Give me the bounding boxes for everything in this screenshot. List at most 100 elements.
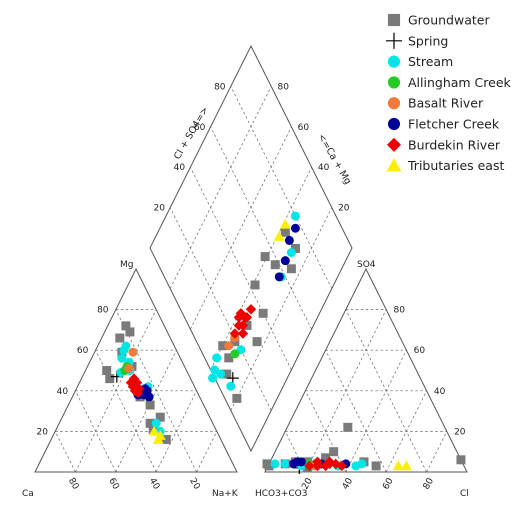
diamond-outline	[149, 44, 353, 453]
groundwater-anion-point	[456, 455, 466, 465]
data-points	[102, 211, 466, 474]
diamond-tick-ca-mg: 40	[318, 163, 330, 173]
groundwater-anion-point	[371, 461, 381, 471]
corner-label-mg: Mg	[120, 260, 133, 270]
diagram-outlines	[34, 44, 468, 473]
burdekin-river-cation-point	[128, 373, 140, 384]
diamond-grid-line	[230, 86, 333, 289]
stream-diamond-point	[226, 381, 236, 391]
stream-anion-point	[351, 461, 361, 471]
stream-diamond-point	[290, 211, 300, 221]
cation-triangle-grid-line	[54, 431, 76, 473]
stream-diamond-point	[210, 365, 220, 375]
basalt-river-cation-point	[124, 363, 134, 373]
tributaries-east-diamond-point	[279, 218, 291, 229]
burdekin-river-diamond-point	[235, 308, 247, 319]
legend-label-groundwater: Groundwater	[408, 13, 490, 28]
legend-label-stream: Stream	[408, 54, 453, 69]
legend-item-basalt-river: Basalt River	[387, 96, 484, 111]
anion-tick-cl: 80	[422, 476, 437, 491]
diamond-tick-cl-so4: 20	[153, 204, 165, 214]
burdekin-river-anion-point	[312, 456, 323, 468]
burdekin-river-diamond-point	[229, 328, 241, 339]
cation-tick-mg: 20	[36, 427, 48, 437]
fletcher-creek-diamond-point	[274, 272, 284, 282]
cation-triangle-grid-line	[75, 309, 157, 473]
stream-diamond-point	[212, 353, 222, 363]
axis-label-ca-mg: <=Ca + Mg	[315, 132, 353, 187]
groundwater-diamond-point	[250, 280, 260, 290]
anion-triangle-outline	[264, 267, 468, 473]
anion-tick-so4: 40	[434, 387, 446, 397]
stream-diamond-point	[286, 248, 296, 258]
groundwater-diamond-point	[286, 264, 296, 274]
legend-label-fletcher-creek: Fletcher Creek	[408, 117, 500, 132]
tributaries-east-cation-point	[148, 425, 160, 436]
legend-item-fletcher-creek: Fletcher Creek	[387, 117, 500, 132]
burdekin-river-anion-point	[336, 460, 347, 472]
legend-item-stream: Stream	[387, 54, 453, 69]
diamond-tick-cl-so4: 60	[194, 123, 206, 133]
legend-label-basalt-river: Basalt River	[408, 96, 484, 111]
legend-label-tributaries-east: Tributaries east	[407, 158, 504, 173]
groundwater-cation-point	[102, 366, 112, 375]
groundwater-cation-point	[145, 418, 155, 428]
legend-label-spring: Spring	[408, 33, 448, 48]
anion-triangle-grid-line	[426, 431, 448, 473]
legend-marker-burdekin-river	[386, 137, 402, 152]
legend-item-allingham-creek: Allingham Creek	[387, 75, 512, 90]
stream-diamond-point	[208, 373, 218, 383]
diamond-grid-line	[169, 86, 272, 289]
stream-cation-point	[151, 418, 161, 428]
groundwater-diamond-point	[290, 244, 300, 253]
legend-marker-groundwater	[387, 13, 401, 27]
anion-tick-cl: 40	[341, 476, 356, 491]
corner-label-hco3-co3: HCO3+CO3	[255, 489, 308, 499]
burdekin-river-diamond-point	[245, 304, 257, 315]
diamond-tick-ca-mg: 60	[298, 123, 310, 133]
anion-triangle-grid-line	[345, 350, 407, 473]
corner-label-cl: Cl	[460, 489, 469, 499]
legend-marker-allingham-creek	[387, 76, 401, 89]
burdekin-river-diamond-point	[237, 320, 249, 331]
diamond-grid-line	[169, 207, 272, 411]
groundwater-diamond-point	[222, 369, 232, 379]
basalt-river-cation-point	[128, 347, 138, 357]
legend-marker-basalt-river	[387, 97, 401, 110]
corner-label-ca: Ca	[22, 489, 34, 499]
diamond-tick-cl-so4: 80	[214, 82, 226, 92]
fletcher-creek-cation-point	[144, 392, 154, 402]
cation-tick-mg: 80	[97, 306, 109, 316]
tributaries-east-anion-point	[400, 460, 412, 471]
cation-tick-ca: 80	[66, 477, 81, 492]
burdekin-river-anion-point	[324, 456, 335, 468]
legend-item-groundwater: Groundwater	[387, 13, 490, 28]
legend-item-tributaries-east: Tributaries east	[386, 158, 504, 173]
diamond-grid-line	[190, 126, 292, 330]
anion-triangle-grid-line	[305, 309, 387, 473]
groundwater-diamond-point	[224, 353, 234, 363]
fletcher-creek-anion-point	[296, 457, 306, 467]
groundwater-diamond-point	[260, 252, 270, 262]
tributaries-east-cation-point	[154, 429, 166, 440]
legend-item-spring: Spring	[385, 32, 448, 49]
anion-tick-so4: 20	[454, 427, 466, 437]
legend-label-allingham-creek: Allingham Creek	[408, 75, 512, 90]
stream-anion-point	[270, 459, 280, 469]
groundwater-cation-point	[145, 400, 155, 410]
stream-cation-point	[117, 353, 127, 363]
groundwater-cation-point	[121, 321, 131, 331]
groundwater-diamond-point	[270, 260, 280, 270]
groundwater-diamond-point	[218, 341, 228, 351]
anion-tick-so4: 60	[414, 346, 426, 356]
groundwater-diamond-point	[280, 227, 290, 237]
groundwater-anion-point	[264, 461, 274, 471]
legend-marker-spring	[385, 32, 403, 49]
diamond-tick-ca-mg: 80	[277, 82, 289, 92]
groundwater-diamond-point	[258, 308, 268, 318]
groundwater-cation-point	[105, 374, 115, 384]
axis-label-cl-so4: Cl + SO4=>	[172, 105, 211, 161]
groundwater-anion-point	[321, 453, 331, 463]
